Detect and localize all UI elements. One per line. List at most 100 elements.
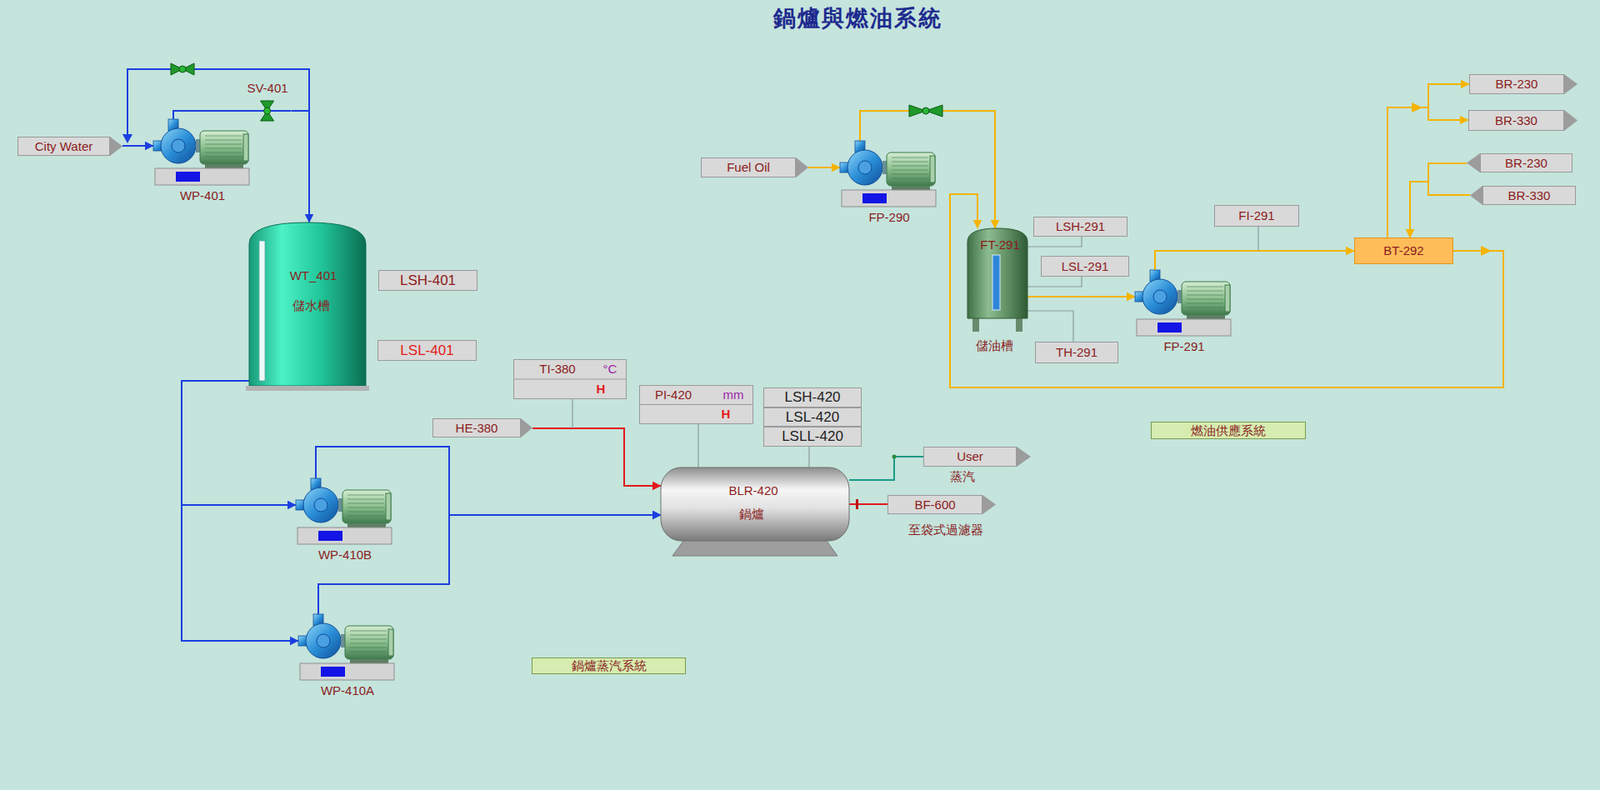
node-label: FP-290 bbox=[868, 210, 910, 225]
tag-box: LSL-401 bbox=[377, 340, 477, 361]
node-label: HE-380 bbox=[455, 420, 499, 435]
node-label: SV-401 bbox=[246, 80, 288, 95]
node-label: mm bbox=[723, 387, 745, 402]
pipe-connector bbox=[181, 380, 296, 505]
pump-base bbox=[841, 190, 936, 207]
box-outline bbox=[1470, 75, 1565, 95]
box-outline bbox=[1469, 110, 1565, 131]
manual-valve bbox=[909, 105, 943, 117]
inlet-arrow-box: City Water bbox=[17, 136, 123, 156]
pump-coupling bbox=[1177, 290, 1182, 304]
pump-volute bbox=[303, 487, 339, 523]
pipe-connector bbox=[173, 110, 244, 120]
flow-arrow bbox=[1480, 245, 1492, 256]
motor-rib bbox=[347, 495, 385, 496]
tag-box: LSH-291 bbox=[1033, 216, 1128, 237]
level-gauge bbox=[259, 240, 265, 381]
node-label: WP-410B bbox=[318, 547, 372, 562]
pump-eye bbox=[858, 160, 872, 175]
node-label: City Water bbox=[35, 139, 93, 154]
node-label: LSL-420 bbox=[785, 409, 840, 426]
motor-rib bbox=[350, 643, 387, 645]
pump-eye bbox=[1153, 290, 1167, 304]
pump-coupling bbox=[882, 160, 887, 175]
node-label: LSLL-420 bbox=[781, 428, 844, 445]
node-label: H bbox=[721, 406, 731, 421]
row-divider bbox=[640, 404, 754, 405]
node-label: 鍋爐 bbox=[739, 506, 765, 521]
motor-rib bbox=[347, 499, 385, 500]
pipe-flange bbox=[855, 499, 859, 510]
motor-feet bbox=[1186, 315, 1225, 320]
motor-rib bbox=[891, 178, 929, 180]
run-indicator bbox=[320, 666, 345, 677]
return-arrow-box: BR-330 bbox=[1470, 185, 1576, 205]
node-label: FI-291 bbox=[1238, 208, 1275, 223]
motor-rib bbox=[350, 635, 387, 636]
pipe-connector bbox=[950, 194, 1504, 388]
pipe-connector bbox=[1155, 250, 1355, 270]
motor-rib bbox=[205, 135, 242, 137]
motor-feet bbox=[347, 523, 386, 528]
box-outline bbox=[764, 427, 862, 447]
motor-rib bbox=[347, 515, 385, 517]
node-label: LSL-401 bbox=[400, 342, 454, 360]
node-label: BR-330 bbox=[1508, 188, 1551, 203]
node-label: PI-420 bbox=[655, 387, 692, 402]
boiler-shell bbox=[660, 467, 850, 541]
node-label: FP-291 bbox=[1163, 339, 1205, 354]
system-title-box: 燃油供應系統 bbox=[1150, 421, 1306, 440]
box-outline bbox=[1483, 186, 1576, 205]
box-outline bbox=[1034, 217, 1128, 237]
pump-symbol: WP-410B bbox=[295, 478, 395, 564]
tag-box: LSLL-420 bbox=[763, 426, 862, 447]
leader-connector bbox=[1027, 310, 1074, 342]
node-label: BR-230 bbox=[1505, 155, 1548, 170]
pump-symbol: WP-410A bbox=[298, 614, 397, 700]
pump-symbol: WP-401 bbox=[153, 119, 252, 205]
motor-body bbox=[886, 152, 935, 186]
pipe-connector bbox=[1027, 295, 1135, 298]
pipe-connector bbox=[1410, 163, 1467, 238]
motor-rib bbox=[891, 170, 929, 171]
manual-valve bbox=[170, 63, 195, 75]
node-label: LSL-291 bbox=[1061, 259, 1110, 274]
pipe-connector bbox=[532, 428, 661, 486]
pipe-connector bbox=[849, 456, 924, 480]
arrow-tip bbox=[982, 495, 996, 515]
node-label: TH-291 bbox=[1055, 345, 1098, 360]
flow-arrow bbox=[122, 134, 133, 144]
indicator-box: TI-380°CH bbox=[513, 359, 627, 400]
valve-stem bbox=[922, 107, 930, 115]
leader-connector bbox=[808, 446, 810, 468]
node-label: BT-292 bbox=[1383, 243, 1424, 258]
node-label: 儲油槽 bbox=[975, 338, 1014, 353]
valve-symbol: SV-401 bbox=[243, 80, 291, 124]
arrow-tip bbox=[1016, 446, 1031, 467]
motor-cap bbox=[388, 629, 394, 656]
node-label: User bbox=[956, 449, 984, 464]
motor-rib bbox=[1186, 290, 1224, 292]
pump-symbol: FP-290 bbox=[840, 140, 939, 226]
run-indicator bbox=[1157, 322, 1182, 333]
connector-group bbox=[122, 84, 1504, 641]
pump-volute bbox=[305, 623, 341, 659]
outlet-arrow-box: BF-600 bbox=[887, 495, 996, 515]
node-label: WT_401 bbox=[290, 268, 338, 283]
pump-eye bbox=[314, 498, 328, 512]
bypass-pipe bbox=[127, 69, 310, 135]
pump-coupling bbox=[338, 498, 343, 512]
motor-feet bbox=[205, 164, 244, 169]
box-outline bbox=[1041, 256, 1130, 277]
tag-box: LSH-401 bbox=[378, 270, 478, 291]
motor-rib bbox=[1186, 299, 1224, 300]
motor-rib bbox=[891, 157, 929, 159]
node-label: Fuel Oil bbox=[726, 160, 770, 175]
oil-tank: FT-291儲油槽 bbox=[967, 228, 1028, 332]
node-label: °C bbox=[603, 361, 618, 376]
node-label: BR-230 bbox=[1495, 76, 1539, 91]
motor-body bbox=[342, 490, 391, 524]
motor-rib bbox=[347, 511, 385, 513]
pump-coupling bbox=[195, 139, 200, 153]
box-outline bbox=[1151, 422, 1306, 440]
